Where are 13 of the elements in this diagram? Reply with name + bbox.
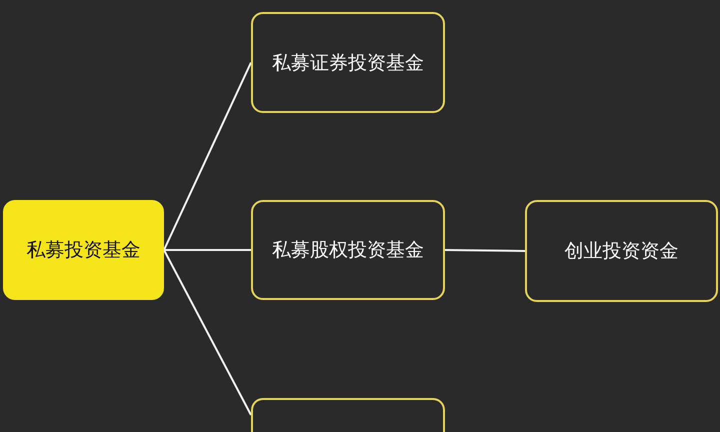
connector-line <box>163 250 252 416</box>
category-box <box>251 200 445 300</box>
connector-line <box>163 62 252 250</box>
category-box <box>251 12 445 113</box>
category-box <box>525 200 718 302</box>
connector-line <box>164 249 251 251</box>
box-label: 私募投资基金 <box>26 238 140 263</box>
box-label: 创业投资资金 <box>564 239 678 264</box>
connector-line <box>444 249 526 252</box>
box-label: 私募股权投资基金 <box>272 238 424 263</box>
box-label: 私募证券投资基金 <box>272 50 424 76</box>
empty-box <box>251 398 445 432</box>
root-box <box>3 200 164 300</box>
